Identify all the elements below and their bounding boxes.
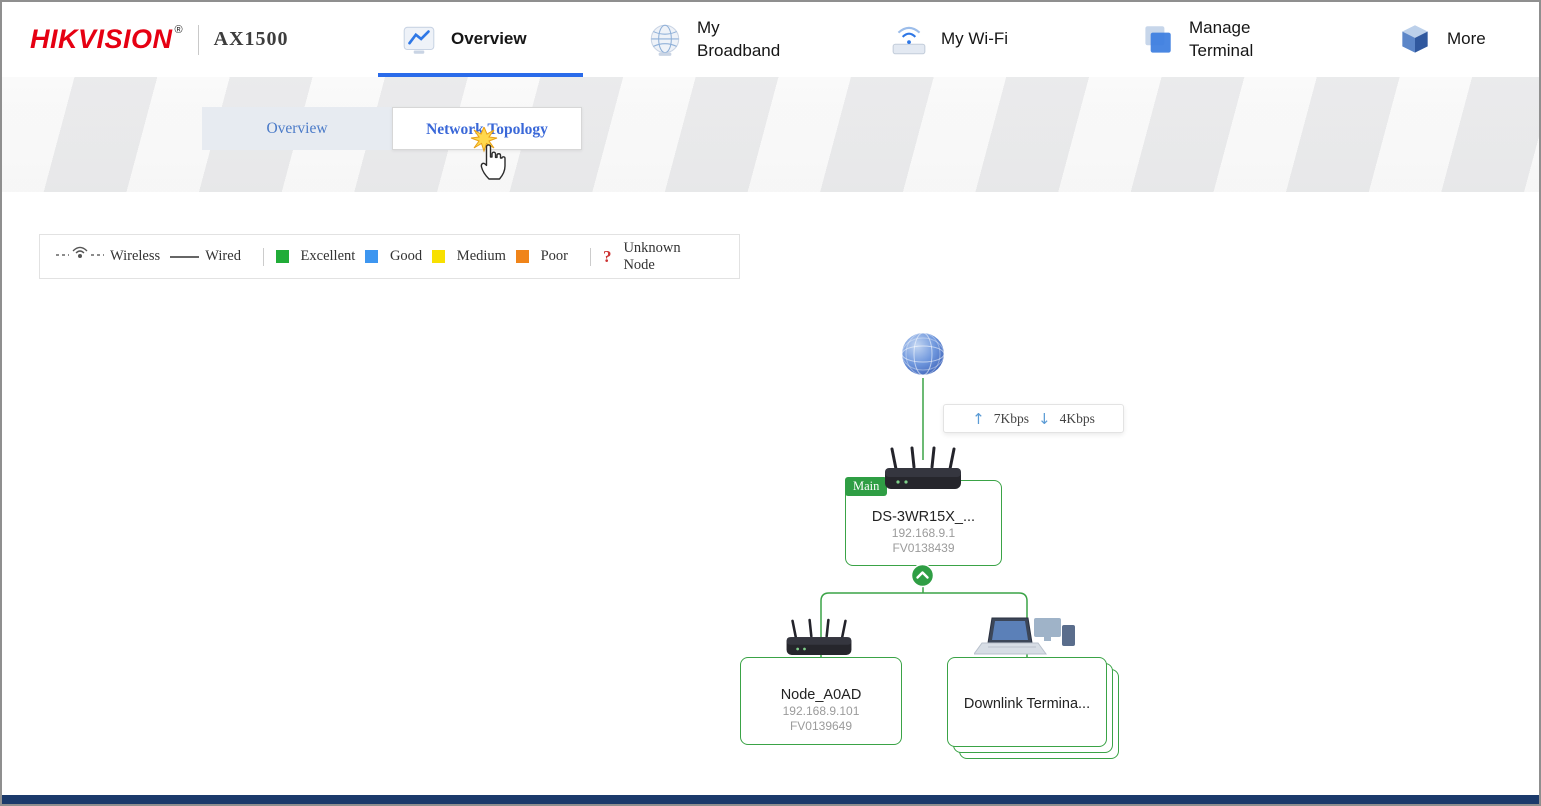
main-node-name: DS-3WR15X_... xyxy=(871,509,976,525)
legend-divider xyxy=(589,247,591,266)
main-content: Wireless Wired Excellent Good Medium Poo… xyxy=(2,192,1539,799)
excellent-label: Excellent xyxy=(300,248,356,264)
nav-overview-label: Overview xyxy=(451,29,527,49)
upload-speed: 7Kbps xyxy=(993,410,1029,426)
wan-speed-indicator: ↑ 7Kbps ↓ 4Kbps xyxy=(943,404,1124,433)
good-swatch xyxy=(365,250,378,263)
overview-icon xyxy=(400,21,438,59)
nav-manage-terminal-label: Manage Terminal xyxy=(1189,18,1254,60)
poor-label: Poor xyxy=(540,248,568,264)
wireless-label: Wireless xyxy=(110,248,161,264)
hikvision-logo: HIKVISION xyxy=(30,24,173,54)
main-badge: Main xyxy=(845,477,888,496)
main-router-node[interactable]: Main DS-3WR15X_... 192.168.9.1 FV0138439 xyxy=(845,477,1002,566)
excellent-swatch xyxy=(275,250,289,263)
downlink-terminal-stack: Downlink Termina... xyxy=(947,657,1119,759)
top-bar: HIKVISION ® AX1500 Overview My Broad xyxy=(2,2,1539,77)
sub-tab-band: Overview Network Topology xyxy=(2,77,1539,192)
wired-link-icon xyxy=(170,255,200,258)
unknown-node-icon: ? xyxy=(602,246,612,266)
nav-my-wifi-label: My Wi-Fi xyxy=(941,29,1009,49)
child-node-ip: 192.168.9.101 xyxy=(782,704,860,718)
model-name: AX1500 xyxy=(213,28,289,50)
tab-group: Overview Network Topology xyxy=(202,107,582,150)
nav-my-broadband-label: My Broadband xyxy=(697,18,781,60)
brand-divider xyxy=(197,24,199,55)
legend: Wireless Wired Excellent Good Medium Poo… xyxy=(39,234,740,279)
medium-swatch xyxy=(432,250,445,263)
good-label: Good xyxy=(389,248,423,264)
downlink-terminal-name: Downlink Termina... xyxy=(963,696,1091,712)
download-arrow-icon: ↓ xyxy=(1038,409,1051,428)
registered-mark: ® xyxy=(174,23,183,36)
nav-my-broadband[interactable]: My Broadband xyxy=(646,2,797,77)
tab-overview[interactable]: Overview xyxy=(202,107,392,150)
child-node-name: Node_A0AD xyxy=(780,687,862,703)
internet-globe-icon xyxy=(899,330,947,378)
manage-terminal-icon xyxy=(1138,21,1176,59)
active-nav-underline xyxy=(378,73,583,77)
window-bottom-edge xyxy=(2,795,1539,804)
child-node[interactable]: Node_A0AD 192.168.9.101 FV0139649 xyxy=(740,657,902,745)
poor-swatch xyxy=(515,250,529,263)
collapse-toggle-button[interactable] xyxy=(910,563,935,588)
more-cube-icon xyxy=(1396,21,1434,59)
nav-more-label: More xyxy=(1447,29,1486,49)
tab-network-topology[interactable]: Network Topology xyxy=(392,107,582,150)
legend-divider xyxy=(262,247,264,266)
downlink-terminal-node[interactable]: Downlink Termina... xyxy=(947,657,1107,747)
child-node-serial: FV0139649 xyxy=(789,719,853,733)
main-node-ip: 192.168.9.1 xyxy=(891,526,956,540)
broadband-globe-icon xyxy=(646,21,684,59)
download-speed: 4Kbps xyxy=(1059,410,1095,426)
nav-my-wifi[interactable]: My Wi-Fi xyxy=(890,2,1008,77)
upload-arrow-icon: ↑ xyxy=(972,409,985,428)
unknown-node-label: Unknown Node xyxy=(623,239,681,273)
wifi-router-icon xyxy=(890,21,928,59)
main-node-serial: FV0138439 xyxy=(892,541,955,555)
medium-label: Medium xyxy=(456,248,506,264)
wired-label: Wired xyxy=(205,248,241,264)
nav-overview[interactable]: Overview xyxy=(400,2,527,77)
brand: HIKVISION ® AX1500 xyxy=(30,2,289,77)
nav-more[interactable]: More xyxy=(1396,2,1486,77)
wireless-link-icon xyxy=(56,245,104,268)
nav-manage-terminal[interactable]: Manage Terminal xyxy=(1138,2,1289,77)
